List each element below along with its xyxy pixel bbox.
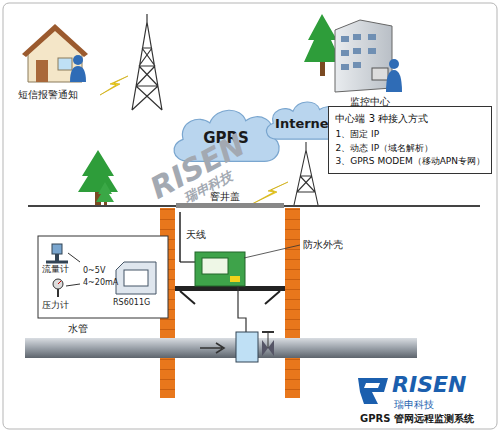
box-heading: 中心端 3 种接入方式: [335, 111, 485, 126]
node-caption: 监控中心: [350, 95, 390, 109]
flow-arrow: [200, 343, 224, 353]
water-pipe: [25, 338, 417, 358]
box-line: 2、动态 IP（域名解析）: [335, 142, 485, 156]
lightning-bolt: [252, 182, 288, 204]
caption: GPRS 管网远程监测系统: [360, 412, 474, 426]
waterproof-box: [195, 252, 245, 286]
monitor-center-building: [335, 20, 402, 92]
well-cover: [176, 203, 284, 208]
logo-mark: [358, 378, 388, 404]
house-icon: [22, 24, 88, 82]
signal-label: 0~5V: [83, 266, 105, 275]
node-caption: 短信报警通知: [18, 88, 78, 102]
box-line: 1、固定 IP: [335, 128, 485, 142]
part-label: 流量计: [42, 264, 69, 276]
lightning-bolt: [100, 76, 128, 95]
leader-line: [244, 245, 300, 258]
well-wall: [285, 208, 300, 398]
radio-tower: [294, 142, 318, 205]
meter: [236, 332, 258, 362]
device-label: RS6011G: [113, 298, 150, 307]
radio-tower: [132, 14, 162, 110]
part-label: 压力计: [42, 300, 69, 312]
antenna: [179, 212, 181, 262]
box-line: 3、GPRS MODEM（移动APN专网）: [335, 155, 485, 169]
valve: [262, 332, 274, 356]
part-label: 防水外壳: [303, 238, 343, 252]
access-mode-box: 中心端 3 种接入方式 1、固定 IP2、动态 IP（域名解析）3、GPRS MO…: [328, 106, 492, 174]
signal-label: 4~20mA: [83, 278, 118, 287]
part-label: 窨井盖: [210, 190, 240, 204]
part-label: 水管: [68, 322, 88, 336]
logo-text: RISEN: [392, 372, 466, 397]
part-label: 天线: [186, 228, 206, 242]
signal-wire: [238, 286, 246, 332]
cloud-label: Internet: [275, 116, 335, 131]
shelf: [175, 286, 285, 291]
sensor-inset: [38, 236, 168, 318]
logo-text: 瑞申科技: [394, 398, 434, 412]
